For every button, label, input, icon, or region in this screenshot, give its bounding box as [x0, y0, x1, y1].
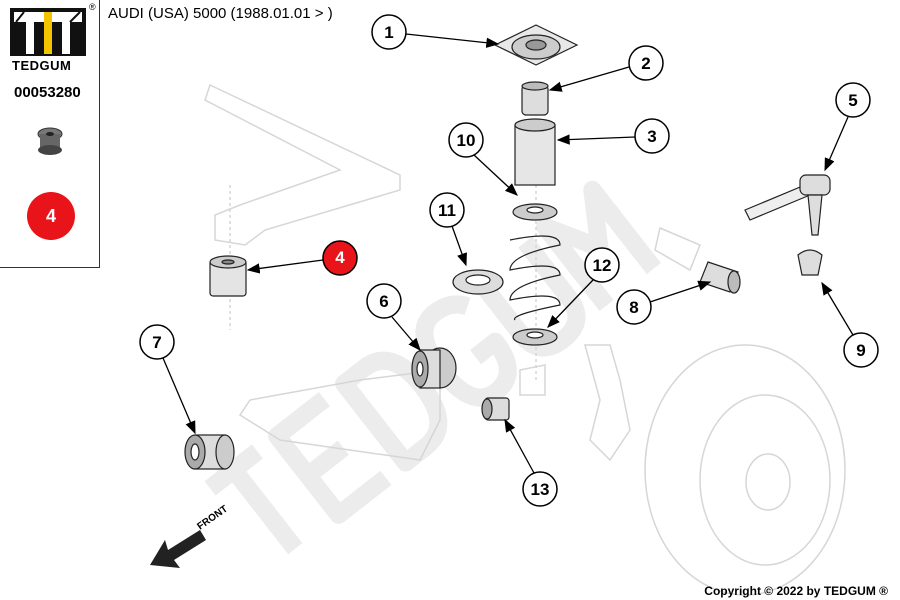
callout-6[interactable]: 6	[366, 283, 402, 319]
copyright-footer: Copyright © 2022 by TEDGUM ®	[704, 584, 888, 598]
svg-text:12: 12	[593, 256, 612, 275]
tie-rod-end	[744, 174, 831, 236]
callout-13[interactable]: 13	[522, 471, 558, 507]
callout-2[interactable]: 2	[628, 45, 664, 81]
dust-boot	[514, 118, 556, 186]
coil-spring	[509, 235, 561, 321]
leader-lines	[162, 33, 854, 474]
callout-3[interactable]: 3	[634, 118, 670, 154]
bump-stop	[521, 81, 549, 116]
svg-text:1: 1	[384, 23, 393, 42]
svg-text:5: 5	[848, 91, 857, 110]
svg-text:4: 4	[335, 248, 345, 267]
bushing-4	[209, 255, 247, 297]
svg-text:11: 11	[438, 201, 456, 220]
bushing-thumbnail-icon	[37, 127, 63, 155]
callout-5[interactable]: 5	[835, 82, 871, 118]
upper-spring-seat	[512, 203, 558, 221]
vehicle-title: AUDI (USA) 5000 (1988.01.01 > )	[108, 5, 333, 22]
callout-12[interactable]: 12	[584, 247, 620, 283]
svg-text:13: 13	[531, 480, 550, 499]
callout-1[interactable]: 1	[371, 14, 407, 50]
front-label: FRONT	[195, 504, 230, 533]
ball-joint-boot	[797, 249, 823, 276]
callout-7[interactable]: 7	[139, 324, 175, 360]
bushing-13	[481, 397, 510, 421]
svg-text:2: 2	[641, 54, 650, 73]
part-info-panel: ® TEDGUM 00053280 4	[0, 0, 100, 268]
part-number: 00053280	[14, 84, 81, 101]
strut-mount	[493, 24, 579, 66]
callout-10[interactable]: 10	[448, 122, 484, 158]
selected-callout-badge[interactable]: 4	[27, 192, 75, 240]
svg-text:8: 8	[629, 298, 638, 317]
parts	[184, 24, 831, 470]
bushing-7	[184, 434, 235, 470]
watermark-logo	[204, 180, 661, 555]
svg-text:6: 6	[379, 292, 388, 311]
callouts: 1 2 3 4 5 6 7 8 9 10 11 12 13	[139, 14, 879, 507]
bearing	[452, 269, 504, 295]
front-direction-arrow-icon: FRONT	[150, 504, 230, 568]
callout-9[interactable]: 9	[843, 332, 879, 368]
callout-4-selected[interactable]: 4	[322, 240, 358, 276]
callout-8[interactable]: 8	[616, 289, 652, 325]
bushing-6	[411, 347, 457, 389]
bushing-8	[699, 261, 741, 294]
svg-text:10: 10	[457, 131, 476, 150]
svg-text:9: 9	[856, 341, 865, 360]
callout-11[interactable]: 11	[429, 192, 465, 228]
lower-spring-seat	[512, 328, 558, 346]
brand-name: TEDGUM	[12, 58, 72, 73]
tedgum-logo-icon	[10, 8, 86, 56]
registered-mark: ®	[89, 2, 96, 12]
svg-text:3: 3	[647, 127, 656, 146]
svg-text:7: 7	[152, 333, 161, 352]
